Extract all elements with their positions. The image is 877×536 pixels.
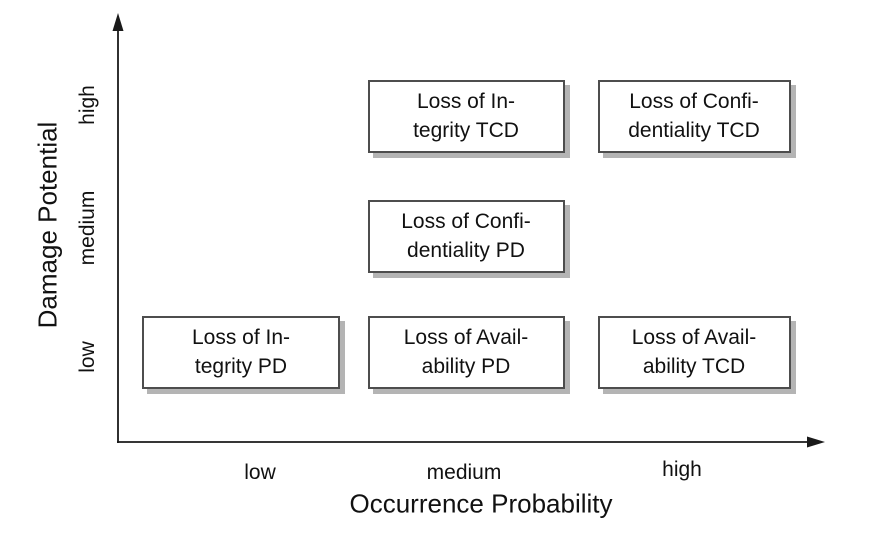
risk-box: Loss of In-tegrity PD (142, 315, 340, 389)
y-tick-high: high (76, 85, 99, 125)
risk-box-label-line: Loss of Avail- (631, 326, 757, 349)
x-tick-low: low (244, 461, 276, 484)
risk-box-label-line: Loss of Confi- (629, 90, 759, 113)
x-axis-arrowhead-icon (807, 436, 825, 448)
risk-box-label-line: ability PD (421, 355, 511, 378)
risk-box-label-line: Loss of In- (416, 90, 516, 113)
risk-box-label-line: tegrity TCD (413, 119, 519, 142)
risk-box-label-line: ability TCD (642, 355, 746, 378)
y-tick-medium: medium (76, 190, 99, 266)
risk-box: Loss of Confi-dentiality PD (367, 199, 565, 273)
risk-box-label-line: Loss of Confi- (401, 210, 531, 233)
x-axis-title: Occurrence Probability (349, 488, 613, 519)
risk-box: Loss of Avail-ability TCD (597, 315, 791, 389)
risk-box-label-line: dentiality PD (407, 239, 525, 262)
risk-box-label-line: dentiality TCD (628, 119, 760, 142)
risk-box: Loss of Confi-dentiality TCD (597, 79, 791, 153)
risk-box-label-line: Loss of In- (191, 326, 291, 349)
x-tick-medium: medium (426, 461, 502, 484)
y-tick-low: low (76, 341, 99, 373)
x-tick-high: high (662, 458, 702, 481)
y-axis-title: Damage Potential (32, 121, 63, 329)
y-axis-arrowhead-icon (112, 13, 124, 31)
risk-box-label-line: tegrity PD (194, 355, 288, 378)
risk-box-label-line: Loss of Avail- (403, 326, 529, 349)
risk-box: Loss of Avail-ability PD (367, 315, 565, 389)
risk-box: Loss of In-tegrity TCD (367, 79, 565, 153)
